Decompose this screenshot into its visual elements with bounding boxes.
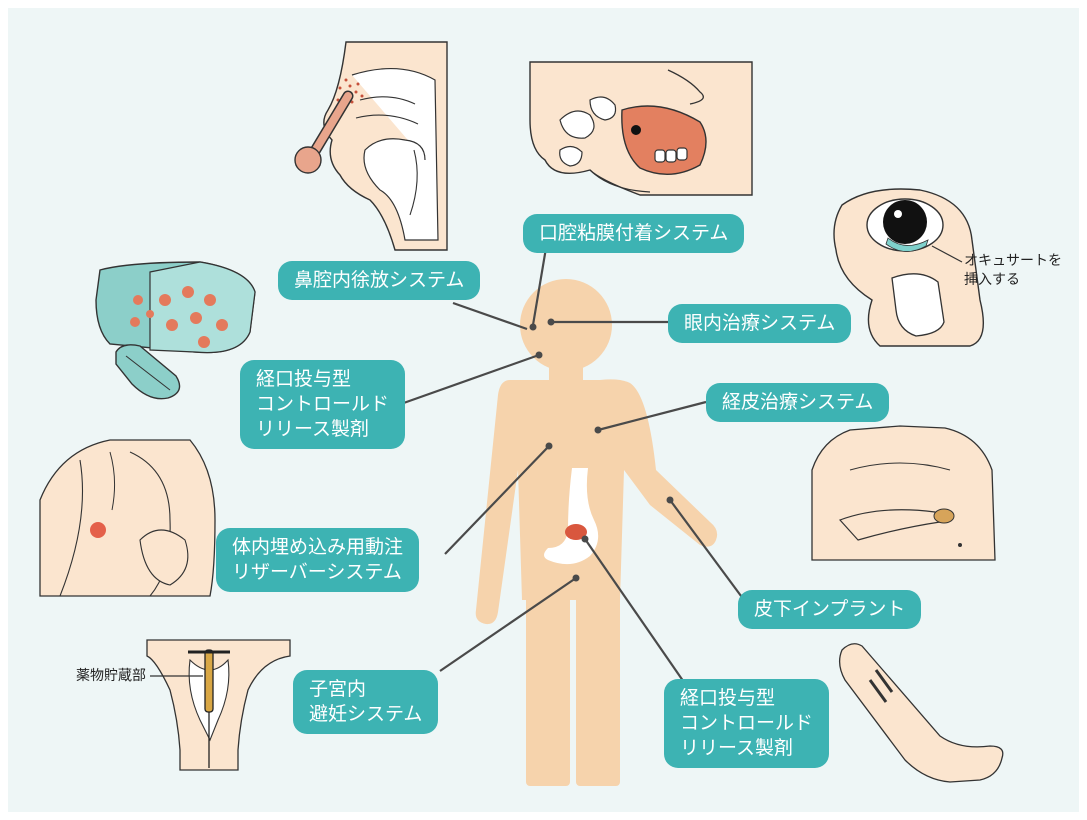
label-oral-mucosal-system: 口腔粘膜付着システム <box>523 214 744 253</box>
label-intrauterine-system: 子宮内 避妊システム <box>293 670 438 734</box>
label-nasal-sustained-release: 鼻腔内徐放システム <box>278 261 480 300</box>
note-drug-reservoir: 薬物貯蔵部 <box>76 667 146 686</box>
label-oral-controlled-release-lower: 経口投与型 コントロールド リリース製剤 <box>664 679 829 768</box>
label-ocular-therapeutic-system: 眼内治療システム <box>668 304 851 343</box>
label-transdermal-system: 経皮治療システム <box>706 383 889 422</box>
label-oral-controlled-release-upper: 経口投与型 コントロールド リリース製剤 <box>240 360 405 449</box>
subcutaneous-arm-illustration <box>840 644 1003 782</box>
capsule-illustration <box>96 262 255 399</box>
label-implant-arterial-reservoir: 体内埋め込み用動注 リザーバーシステム <box>216 528 419 592</box>
nasal-cavity-illustration <box>295 42 447 250</box>
eye-illustration <box>834 189 983 346</box>
note-insert-ocusert: オキュサートを 挿入する <box>964 252 1062 290</box>
oral-mucosa-illustration <box>530 62 752 195</box>
iud-illustration <box>147 640 290 770</box>
implant-reservoir-illustration <box>40 440 215 596</box>
transdermal-patch-illustration <box>812 426 995 560</box>
label-subcutaneous-implant: 皮下インプラント <box>738 590 921 629</box>
